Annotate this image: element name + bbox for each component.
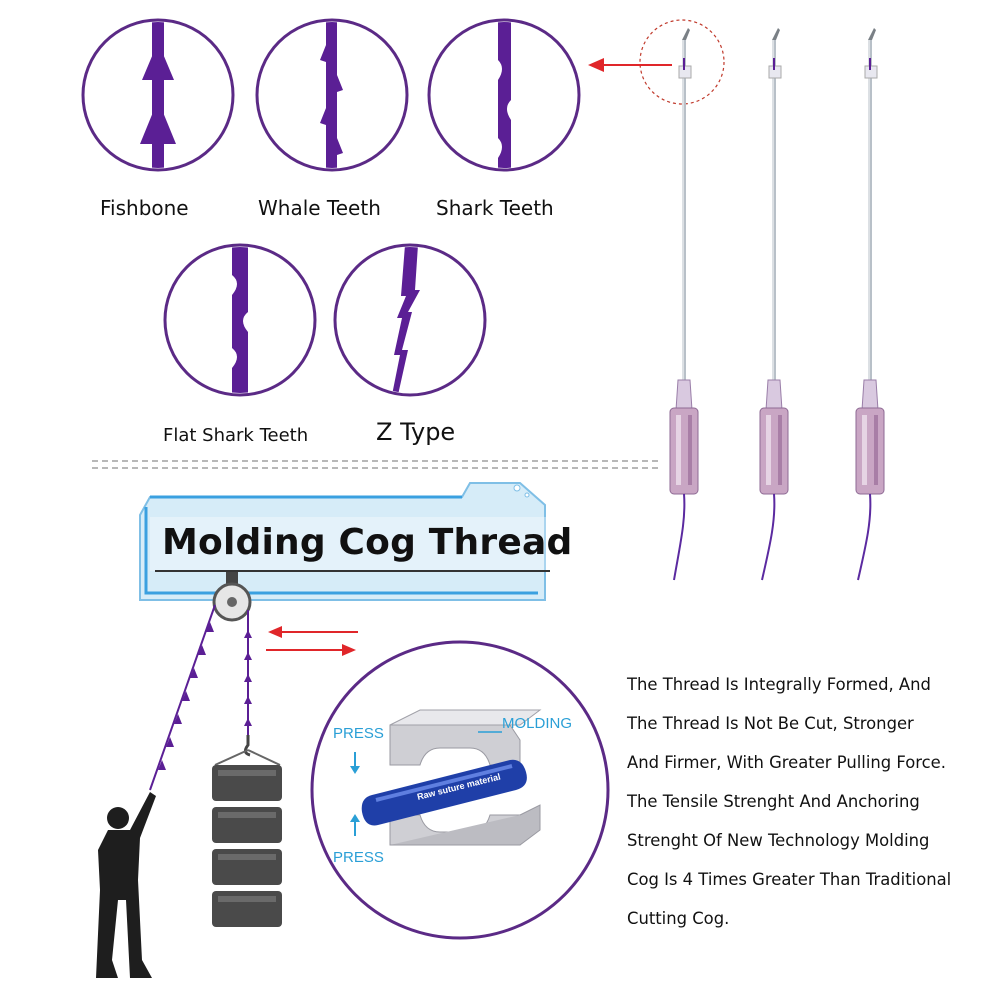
direction-arrows	[266, 626, 358, 656]
press-bottom-label: PRESS	[333, 849, 384, 866]
fishbone-label: Fishbone	[100, 196, 189, 220]
banner-figure	[92, 460, 660, 601]
thread-diagonal	[149, 604, 216, 791]
whale-teeth-label: Whale Teeth	[258, 196, 381, 220]
cannula-needles-figure	[588, 19, 885, 581]
hanging-weights-icon	[212, 735, 282, 927]
molding-process-diagram: Raw suture material	[310, 640, 610, 940]
red-arrow-icon	[588, 58, 672, 72]
upper-mold-icon	[389, 709, 542, 766]
press-top-label: PRESS	[333, 725, 384, 742]
banner-panel	[139, 482, 560, 601]
flat-shark-teeth-thread-icon	[163, 243, 317, 397]
thread-types-figure	[81, 18, 581, 397]
pulling-force-illustration	[96, 572, 282, 978]
description-line: Cog Is 4 Times Greater Than Traditional	[627, 870, 952, 889]
flat-shark-teeth-label: Flat Shark Teeth	[163, 425, 309, 446]
person-pulling-icon	[96, 792, 156, 978]
lower-mold-icon	[389, 804, 541, 846]
cannula-needle	[669, 28, 699, 581]
description-line: The Thread Is Not Be Cut, Stronger	[627, 714, 914, 733]
molding-label: MOLDING	[502, 715, 573, 732]
arrow-right-icon	[266, 644, 356, 656]
thread-vertical	[244, 610, 252, 735]
pulley-icon	[212, 572, 252, 622]
shark-teeth-thread-icon	[427, 18, 581, 172]
press-down-arrow-icon	[350, 752, 360, 774]
description-text: The Thread Is Integrally Formed, And The…	[627, 670, 987, 943]
zoom-circle	[639, 19, 725, 105]
cannula-needle	[855, 28, 885, 581]
whale-teeth-thread-icon	[255, 18, 409, 172]
banner-title: Molding Cog Thread	[162, 522, 573, 563]
shark-teeth-label: Shark Teeth	[436, 196, 554, 220]
description-line: The Tensile Strenght And Anchoring	[627, 792, 920, 811]
description-line: The Thread Is Integrally Formed, And	[627, 675, 931, 694]
raw-suture-cylinder	[361, 759, 527, 826]
z-type-thread-icon	[333, 243, 487, 397]
description-line: Cutting Cog.	[627, 909, 730, 928]
cannula-needle	[759, 28, 789, 581]
description-line: And Firmer, With Greater Pulling Force.	[627, 753, 946, 772]
arrow-left-icon	[268, 626, 358, 638]
fishbone-thread-icon	[81, 18, 235, 172]
z-type-label: Z Type	[376, 418, 456, 446]
description-line: Strenght Of New Technology Molding	[627, 831, 930, 850]
press-up-arrow-icon	[350, 814, 360, 836]
